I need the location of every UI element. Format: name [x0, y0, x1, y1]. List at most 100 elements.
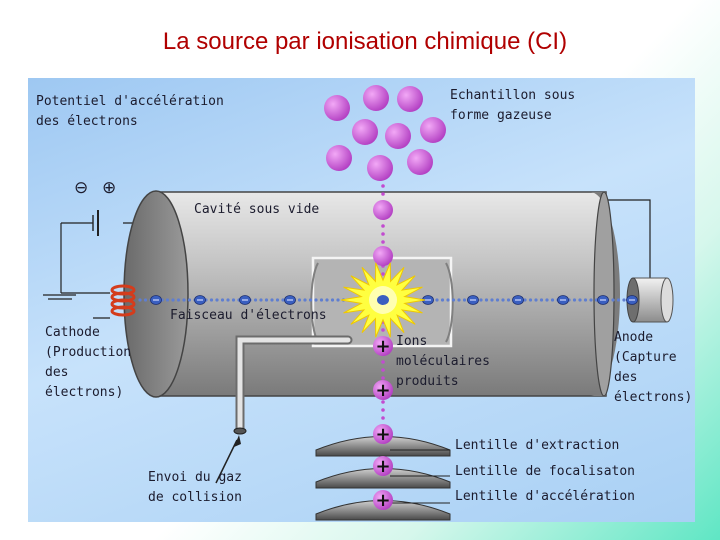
beam-dot	[171, 298, 175, 302]
diagram-graphics: + + + + +	[43, 85, 674, 521]
label-faisceau: Faisceau d'électrons	[170, 308, 327, 323]
ion-plus-sign: +	[375, 424, 390, 445]
sample-molecule-icon	[326, 145, 352, 171]
sample-path-dot	[381, 368, 385, 372]
sample-molecule-icon	[363, 85, 389, 111]
beam-dot	[616, 298, 621, 302]
sample-path-dot	[381, 400, 385, 404]
beam-dot	[550, 298, 555, 302]
sample-path-dot	[381, 376, 385, 380]
sample-path-dot	[381, 328, 385, 332]
beam-dot	[484, 298, 489, 302]
beam-dot	[462, 298, 467, 302]
lens-leader-lines	[390, 449, 450, 504]
beam-dot	[501, 298, 505, 302]
beam-dot	[182, 298, 186, 302]
label-potentiel: Potentiel d'accélération des électrons	[36, 94, 224, 129]
slide-title: La source par ionisation chimique (CI)	[162, 28, 568, 55]
beam-dot	[506, 298, 511, 302]
ion-stream: + + + + +	[373, 336, 393, 511]
sample-path-dot	[381, 184, 385, 188]
label-lentille-acceleration: Lentille d'accélération	[455, 489, 636, 504]
sample-molecule-icon	[397, 86, 423, 112]
beam-dot	[534, 298, 538, 302]
label-echantillon: Echantillon sous forme gazeuse	[450, 88, 576, 123]
beam-dot	[231, 298, 236, 302]
beam-dot	[440, 298, 445, 302]
sample-path-dot	[381, 360, 385, 364]
beam-dot	[457, 298, 461, 302]
beam-dot	[264, 298, 269, 302]
beam-dot	[187, 298, 192, 302]
anode-cup-icon	[626, 277, 674, 323]
sample-path-dot	[381, 272, 385, 276]
beam-dot	[545, 298, 549, 302]
sample-path-dot	[381, 192, 385, 196]
ion-ball-icon	[373, 424, 393, 444]
beam-dot	[209, 298, 214, 302]
ion-ball-icon	[373, 380, 393, 400]
label-ions: Ions moléculaires produits	[396, 334, 490, 389]
beam-dot	[572, 298, 577, 302]
label-cathode: Cathode (Production des électrons)	[45, 325, 132, 400]
ion-ball-icon	[373, 336, 393, 356]
ion-icon: +	[373, 456, 393, 477]
beam-dot	[138, 298, 142, 302]
sample-path	[324, 85, 446, 428]
sample-molecule-icon	[324, 95, 350, 121]
beam-dot	[226, 298, 230, 302]
gas-inlet-tube	[233, 335, 353, 435]
sample-molecule-icon	[373, 200, 393, 220]
plus-terminal-icon: ⊕	[102, 178, 117, 198]
ci-source-diagram: + + + + + Potentiel d'accélération des élect…	[28, 78, 695, 522]
gas-arrow	[215, 435, 241, 484]
ion-icon: +	[373, 424, 393, 445]
beam-dot	[308, 298, 313, 302]
beam-dot	[611, 298, 615, 302]
sample-molecule-icon	[420, 117, 446, 143]
sample-molecule-icon	[385, 123, 411, 149]
beam-dot	[176, 298, 181, 302]
sample-path-dot	[381, 224, 385, 228]
beam-dot	[479, 298, 483, 302]
beam-dot	[215, 298, 219, 302]
ion-plus-sign: +	[375, 380, 390, 401]
label-gaz: Envoi du gaz de collision	[148, 470, 242, 505]
beam-dot	[165, 298, 170, 302]
minus-terminal-icon: ⊖	[74, 178, 89, 198]
beam-dot	[319, 298, 324, 302]
ion-icon: +	[373, 490, 393, 511]
beam-dot	[528, 298, 533, 302]
ion-plus-sign: +	[375, 336, 390, 357]
ion-ball-icon	[373, 490, 393, 510]
beam-dot	[270, 298, 274, 302]
electron-icon	[377, 295, 389, 305]
label-lentille-extraction: Lentille d'extraction	[455, 438, 620, 453]
ion-icon: +	[373, 380, 393, 401]
beam-dot	[281, 298, 285, 302]
beam-dot	[275, 298, 280, 302]
beam-dot	[325, 298, 329, 302]
beam-dot	[583, 298, 588, 302]
sample-path-dot	[381, 408, 385, 412]
beam-dot	[253, 298, 258, 302]
label-lentille-focalisation: Lentille de focalisaton	[455, 464, 636, 479]
ion-plus-sign: +	[375, 456, 390, 477]
beam-dot	[539, 298, 544, 302]
beam-dot	[220, 298, 225, 302]
beam-dot	[578, 298, 582, 302]
sample-path-dot	[381, 240, 385, 244]
cathode-filament-icon	[110, 284, 136, 317]
label-cavite: Cavité sous vide	[194, 202, 320, 217]
ion-icon: +	[373, 336, 393, 357]
beam-dot	[451, 298, 456, 302]
beam-dot	[495, 298, 500, 302]
ionization-flash	[340, 262, 426, 338]
battery-icon	[92, 210, 99, 236]
beam-dot	[435, 298, 439, 302]
ion-plus-sign: +	[375, 490, 390, 511]
beam-dot	[259, 298, 263, 302]
beam-dot	[303, 298, 307, 302]
sample-molecule-icon	[407, 149, 433, 175]
label-anode: Anode (Capture des électrons)	[614, 330, 693, 405]
